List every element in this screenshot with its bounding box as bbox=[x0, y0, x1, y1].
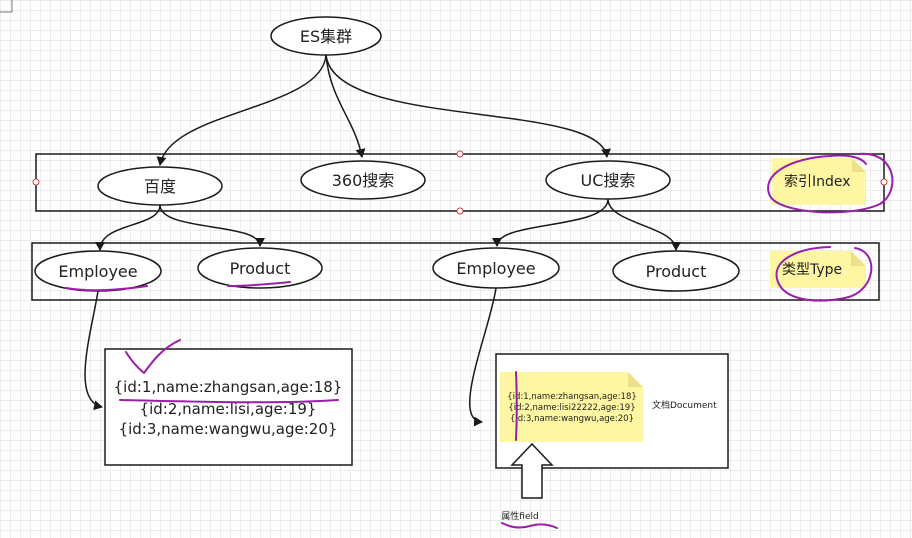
field-up-arrow[interactable] bbox=[510, 442, 554, 499]
index-node-360[interactable]: 360搜索 bbox=[300, 160, 426, 200]
annotations bbox=[65, 152, 894, 529]
doc-left-line-1: {id:1,name:zhangsan,age:18} bbox=[114, 378, 343, 396]
index-node-uc[interactable]: UC搜索 bbox=[545, 160, 671, 200]
selection-handles bbox=[32, 150, 888, 215]
doc-left-line-3: {id:3,name:wangwu,age:20} bbox=[119, 420, 338, 438]
root-node[interactable]: ES集群 bbox=[270, 16, 382, 56]
type-sticky-note[interactable]: 类型Type bbox=[770, 251, 866, 288]
index-label-baidu: 百度 bbox=[144, 177, 176, 196]
root-connectors bbox=[156, 54, 611, 166]
doc-right-line-1: {id:1,name:zhangsan,age:18} bbox=[507, 392, 637, 402]
doc-right-sticky-note bbox=[500, 372, 643, 442]
corner-mark bbox=[0, 0, 13, 13]
field-line-annotation bbox=[515, 371, 518, 441]
type-label-employee-2: Employee bbox=[456, 259, 535, 278]
arrow-employee-to-docs-right bbox=[468, 287, 497, 427]
arrow-employee-to-docs-left bbox=[84, 290, 103, 411]
type-node-product-2[interactable]: Product bbox=[612, 250, 740, 292]
type-note-label: 类型Type bbox=[782, 262, 842, 278]
type-row-box[interactable] bbox=[31, 242, 880, 301]
arrow-baidu-to-product bbox=[159, 204, 265, 247]
index-circle-annotation bbox=[767, 152, 894, 214]
arrow-root-to-360 bbox=[325, 54, 366, 158]
arrow-root-to-uc bbox=[325, 54, 611, 158]
index-label-360: 360搜索 bbox=[332, 171, 395, 190]
arrow-uc-to-employee bbox=[492, 198, 609, 247]
type-node-employee-2[interactable]: Employee bbox=[432, 247, 560, 289]
type-circle-annotation bbox=[775, 246, 873, 302]
index-label-uc: UC搜索 bbox=[581, 171, 636, 190]
index-node-baidu[interactable]: 百度 bbox=[97, 166, 223, 206]
doc-left-underline-annotation bbox=[119, 399, 339, 404]
field-underline-annotation bbox=[501, 522, 558, 529]
documents-left-box[interactable]: {id:1,name:zhangsan,age:18} {id:2,name:l… bbox=[104, 348, 353, 466]
doc-right-line-3: {id:3,name:wangwu,age:20} bbox=[510, 414, 634, 424]
checkmark-annotation bbox=[125, 339, 181, 374]
employee-underline-annotation bbox=[65, 285, 148, 292]
field-label: 属性field bbox=[501, 510, 538, 522]
root-label: ES集群 bbox=[300, 27, 352, 46]
type-connectors bbox=[95, 198, 681, 251]
type-label-product-2: Product bbox=[646, 262, 707, 281]
doc-right-label: 文档Document bbox=[652, 399, 717, 411]
index-sticky-note[interactable]: 索引Index bbox=[772, 158, 866, 205]
arrow-root-to-baidu bbox=[156, 54, 327, 166]
document-connectors bbox=[84, 287, 497, 427]
type-node-employee-1[interactable]: Employee bbox=[34, 250, 162, 292]
index-note-label: 索引Index bbox=[784, 173, 851, 190]
type-label-employee-1: Employee bbox=[58, 262, 137, 281]
type-label-product-1: Product bbox=[230, 259, 291, 278]
doc-right-line-2: {id:2,name:lisi22222,age:19} bbox=[508, 403, 635, 413]
type-node-product-1[interactable]: Product bbox=[197, 247, 323, 289]
product-underline-annotation bbox=[227, 281, 291, 287]
doc-left-line-2: {id:2,name:lisi,age:19} bbox=[140, 400, 317, 418]
